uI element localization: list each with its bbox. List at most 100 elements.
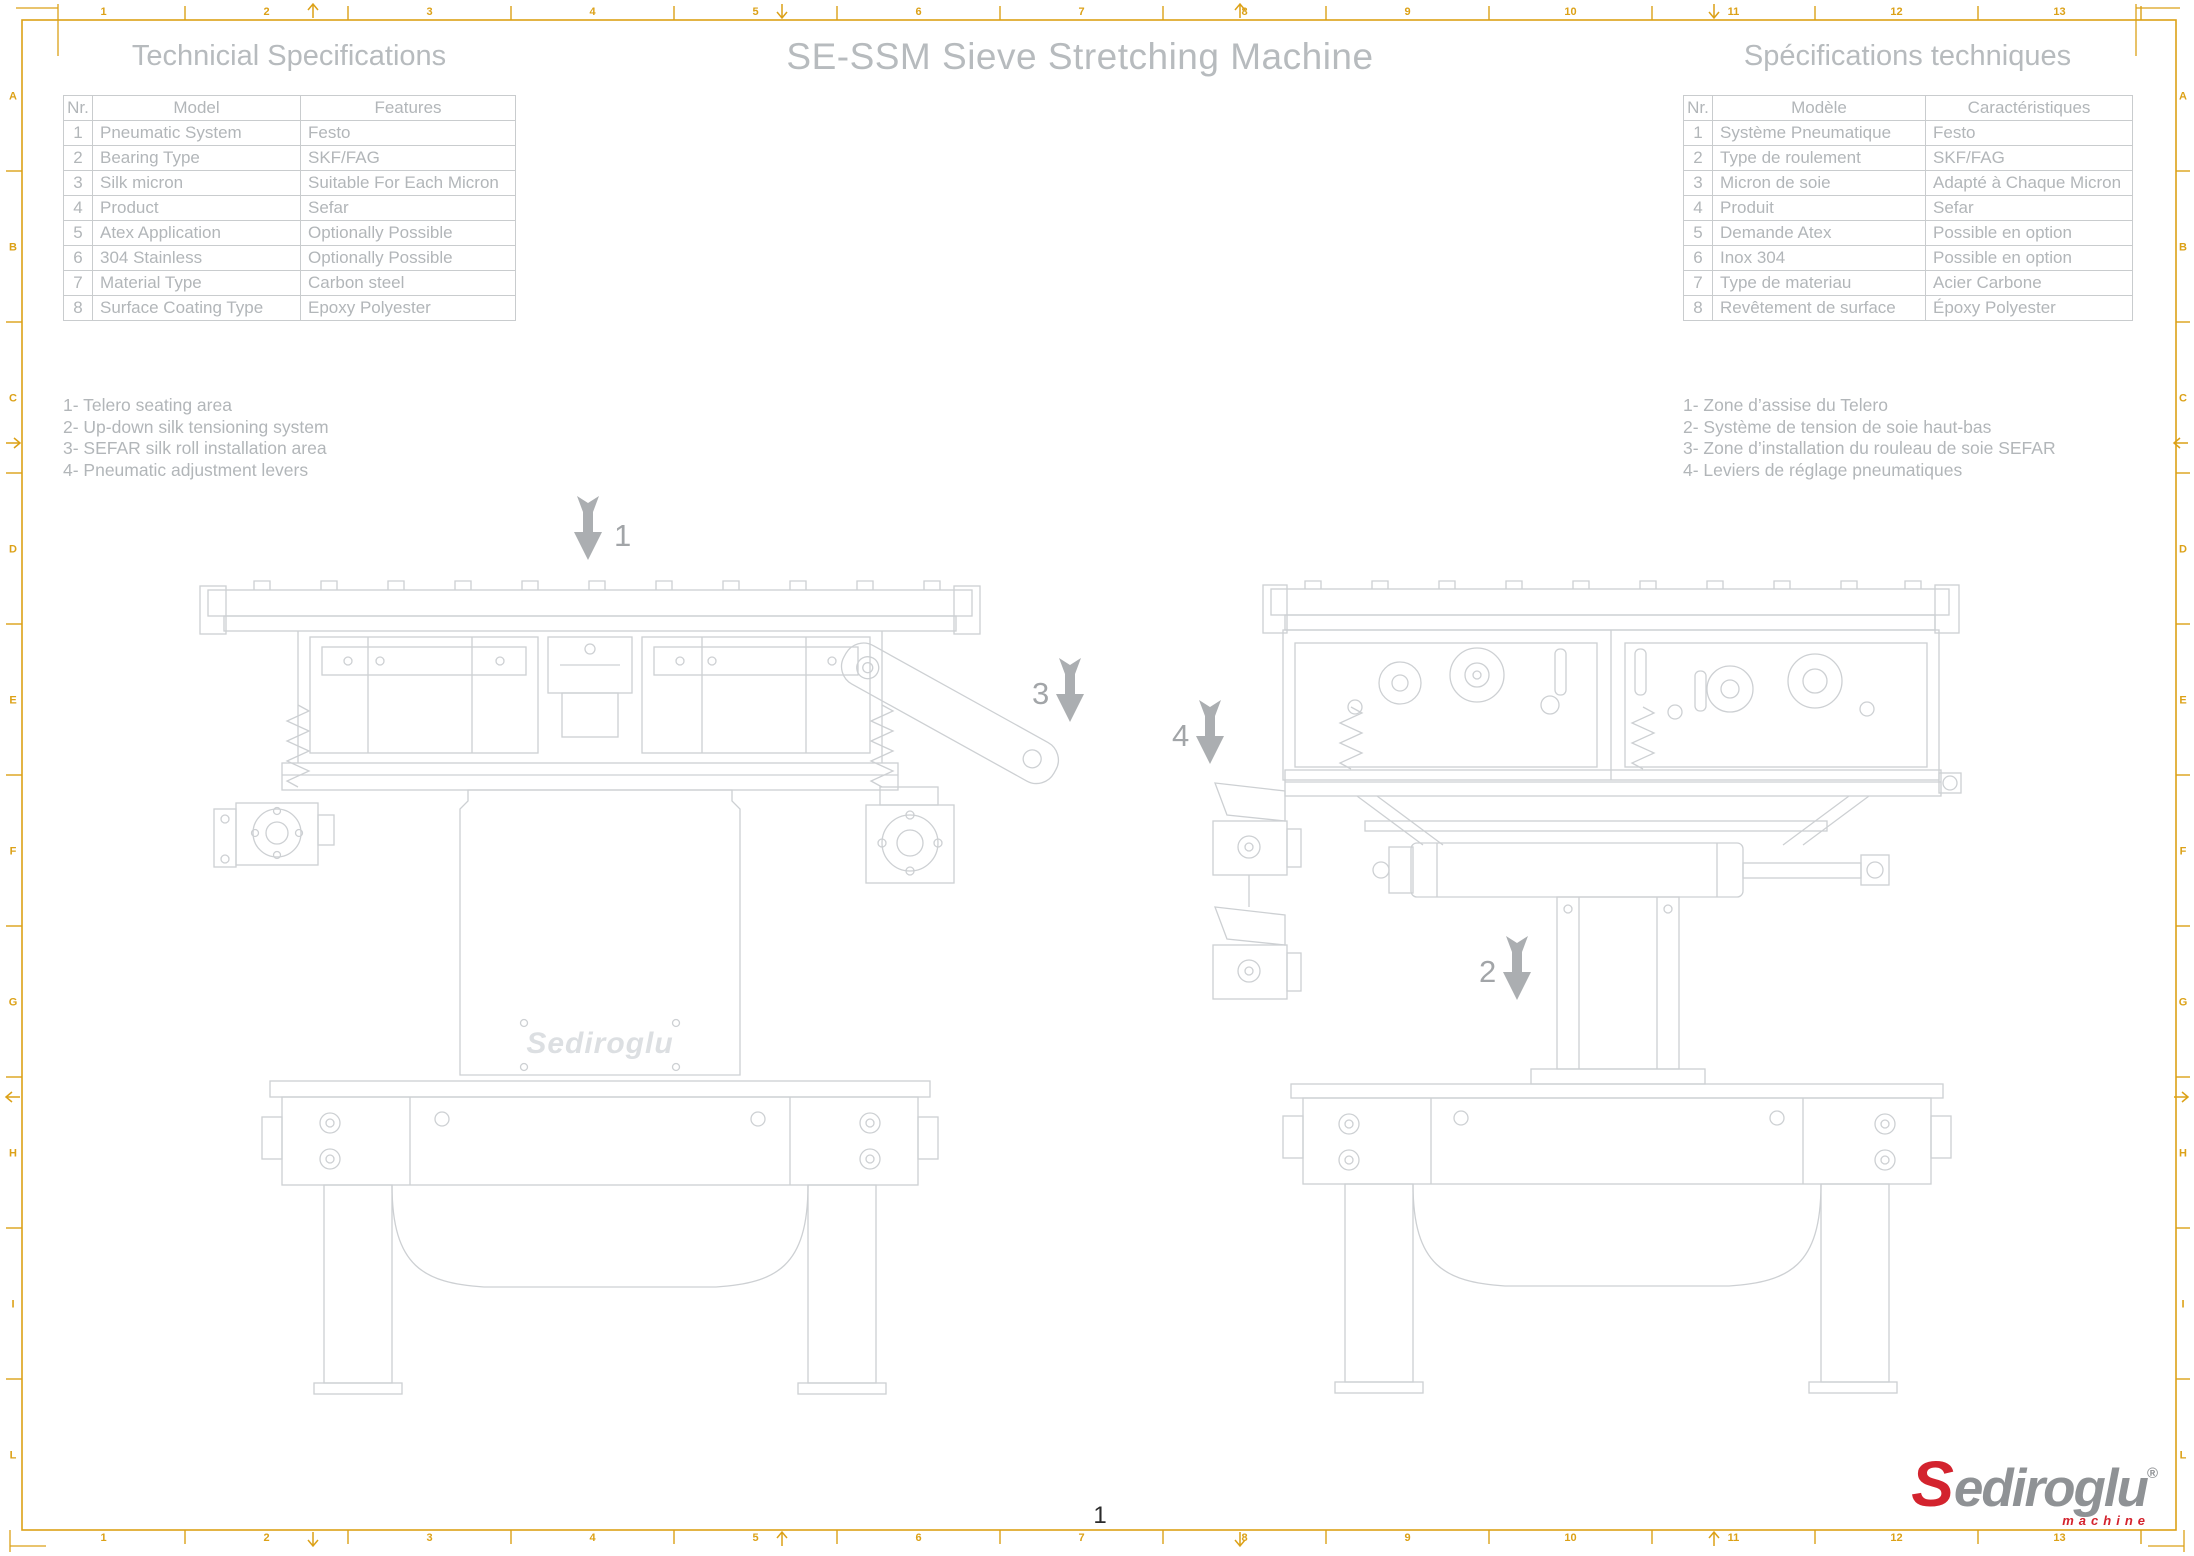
corner-mark: [16, 4, 59, 56]
spec-cell: Material Type: [92, 270, 301, 296]
callout-arrow-4: [1196, 700, 1224, 764]
corner-mark: [2135, 4, 2180, 56]
corner-mark: [9, 1530, 46, 1552]
column-number-top: 13: [2053, 6, 2065, 18]
column-number-top: 8: [1241, 6, 1247, 18]
legend-item: 3- SEFAR silk roll installation area: [63, 438, 327, 458]
row-letter-right: I: [2181, 1299, 2184, 1311]
column-number-top: 12: [1890, 6, 1902, 18]
spec-cell: Epoxy Polyester: [300, 295, 516, 321]
spec-cell: Suitable For Each Micron: [300, 170, 516, 196]
column-header: Nr.: [1683, 95, 1713, 121]
column-number-top: 1: [100, 6, 106, 18]
column-number-bottom: 4: [589, 1532, 596, 1544]
spec-cell: 6: [63, 245, 93, 271]
column-number-bottom: 11: [1728, 1532, 1740, 1544]
row-letter-left: D: [9, 544, 17, 556]
column-number-top: 10: [1564, 6, 1576, 18]
page-title: SE-SSM Sieve Stretching Machine: [786, 36, 1374, 77]
spec-cell: Optionally Possible: [300, 220, 516, 246]
column-number-bottom: 6: [915, 1532, 921, 1544]
row-letter-right: C: [2179, 393, 2187, 405]
logo-initial: S: [1911, 1447, 1954, 1520]
column-number-bottom: 7: [1078, 1532, 1084, 1544]
column-number-bottom: 9: [1404, 1532, 1410, 1544]
spec-heading-fr: Spécifications techniques: [1743, 40, 2072, 72]
registered-mark: ®: [2146, 1464, 2158, 1482]
legend-item: 4- Pneumatic adjustment levers: [63, 459, 309, 480]
spec-heading-en: Technicial Specifications: [131, 40, 447, 72]
column-number-top: 7: [1078, 6, 1084, 18]
row-letter-right: H: [2179, 1148, 2187, 1160]
row-letter-right: F: [2180, 846, 2187, 858]
legend-item: 1- Zone d’assise du Telero: [1683, 395, 1888, 415]
spec-cell: 304 Stainless: [92, 245, 301, 271]
row-letter-left: L: [10, 1450, 17, 1462]
centering-arrow-icon: [307, 2, 319, 18]
centering-arrow-icon: [1234, 1532, 1246, 1548]
column-number-bottom: 3: [426, 1532, 432, 1544]
column-header: Caractéristiques: [1925, 95, 2133, 121]
spec-cell: Époxy Polyester: [1925, 295, 2133, 321]
column-number-bottom: 12: [1890, 1532, 1902, 1544]
logo-tagline: machine: [2062, 1512, 2150, 1528]
spec-cell: Micron de soie: [1712, 170, 1926, 196]
row-letter-left: F: [10, 846, 17, 858]
row-letter-right: A: [2179, 91, 2187, 103]
corner-mark: [2148, 1530, 2185, 1552]
row-letter-left: C: [9, 393, 17, 405]
spec-cell: Produit: [1712, 195, 1926, 221]
callout-arrow-2: [1503, 936, 1531, 1000]
row-letter-left: I: [11, 1299, 14, 1311]
spec-cell: Revêtement de surface: [1712, 295, 1926, 321]
centering-arrow-icon: [776, 1530, 788, 1546]
column-number-bottom: 5: [752, 1532, 758, 1544]
spec-cell: Surface Coating Type: [92, 295, 301, 321]
spec-cell: Festo: [300, 120, 516, 146]
spec-cell: Optionally Possible: [300, 245, 516, 271]
centering-arrow-icon: [1708, 4, 1720, 20]
column-number-top: 9: [1404, 6, 1410, 18]
spec-cell: Type de roulement: [1712, 145, 1926, 171]
callout-label-4: 4: [1172, 718, 1189, 753]
pedestal-watermark: Sediroglu: [526, 1027, 673, 1060]
column-number-top: 4: [589, 6, 596, 18]
spec-cell: Bearing Type: [92, 145, 301, 171]
spec-cell: Sefar: [300, 195, 516, 221]
spec-cell: 4: [1683, 195, 1713, 221]
row-letter-right: G: [2179, 997, 2188, 1009]
spec-cell: 8: [1683, 295, 1713, 321]
callout-arrow-3: [1056, 658, 1084, 722]
spec-cell: Silk micron: [92, 170, 301, 196]
column-header: Model: [92, 95, 301, 121]
spec-cell: Acier Carbone: [1925, 270, 2133, 296]
row-letter-left: H: [9, 1148, 17, 1160]
callout-arrow-1: [574, 496, 602, 560]
spec-cell: Adapté à Chaque Micron: [1925, 170, 2133, 196]
centering-arrow-icon: [1708, 1530, 1720, 1546]
centering-arrow-icon: [2172, 437, 2188, 449]
row-letter-right: E: [2179, 695, 2186, 707]
centering-arrow-icon: [4, 1091, 20, 1103]
row-letter-left: G: [9, 997, 18, 1009]
column-number-top: 11: [1728, 6, 1740, 18]
spec-cell: Atex Application: [92, 220, 301, 246]
company-logo: Sediroglu® machine: [1911, 1452, 2158, 1528]
centering-arrow-icon: [2174, 1091, 2190, 1103]
spec-cell: 1: [63, 120, 93, 146]
callout-label-2: 2: [1479, 954, 1496, 989]
